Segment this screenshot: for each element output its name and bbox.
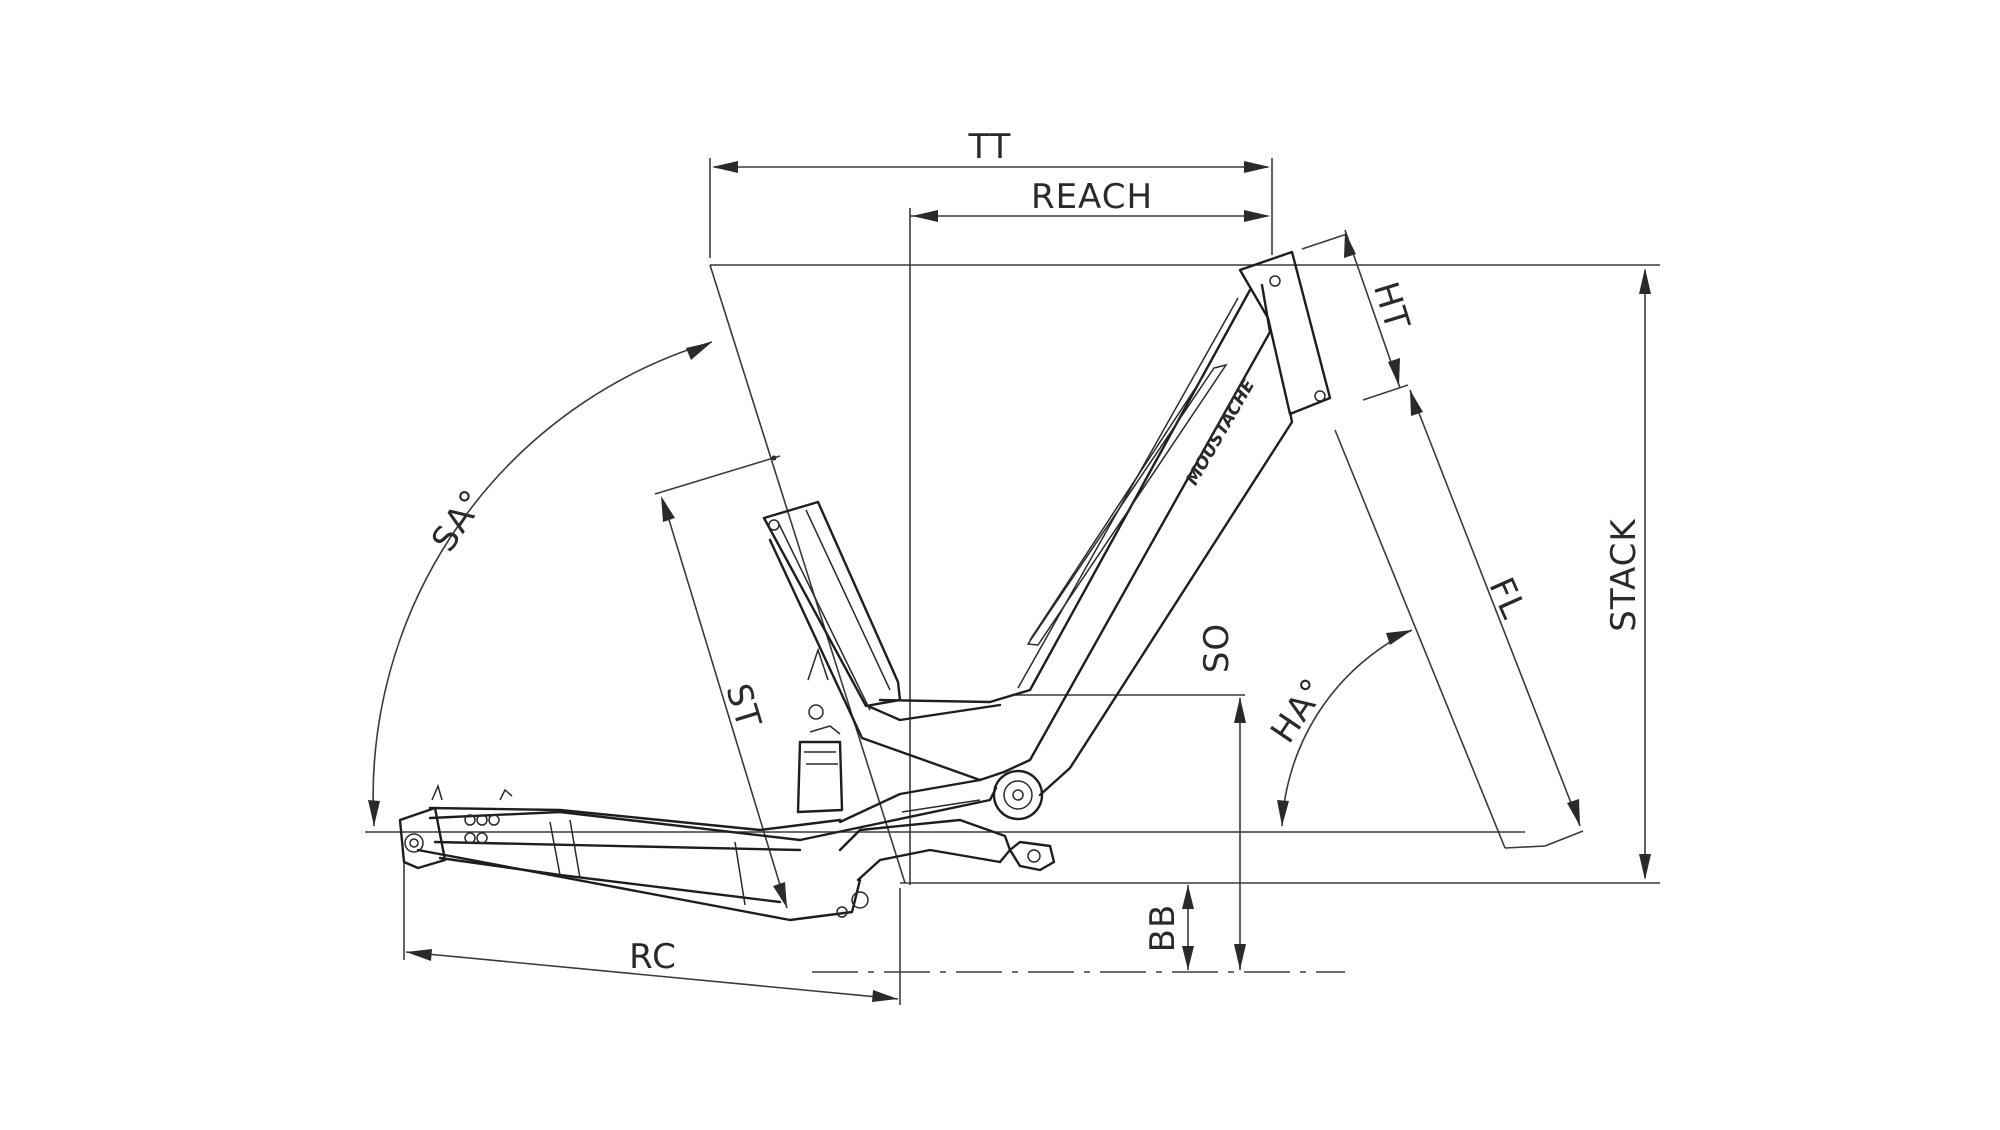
bike-frame: MOUSTACHE <box>398 250 1332 922</box>
ha-label: HA° <box>1263 671 1335 750</box>
dimension-labels: TT REACH HT STACK FL SA° HA° ST SO BB RC <box>424 127 1644 977</box>
rc-label: RC <box>629 937 677 977</box>
bb-label: BB <box>1143 904 1183 953</box>
fl-label: FL <box>1481 572 1534 625</box>
st-label: ST <box>717 679 768 733</box>
dimension-lines <box>365 158 1660 1005</box>
tt-label: TT <box>968 127 1012 167</box>
so-label: SO <box>1197 623 1237 673</box>
stack-label: STACK <box>1604 518 1644 632</box>
reach-label: REACH <box>1031 177 1153 217</box>
ht-label: HT <box>1365 277 1417 335</box>
